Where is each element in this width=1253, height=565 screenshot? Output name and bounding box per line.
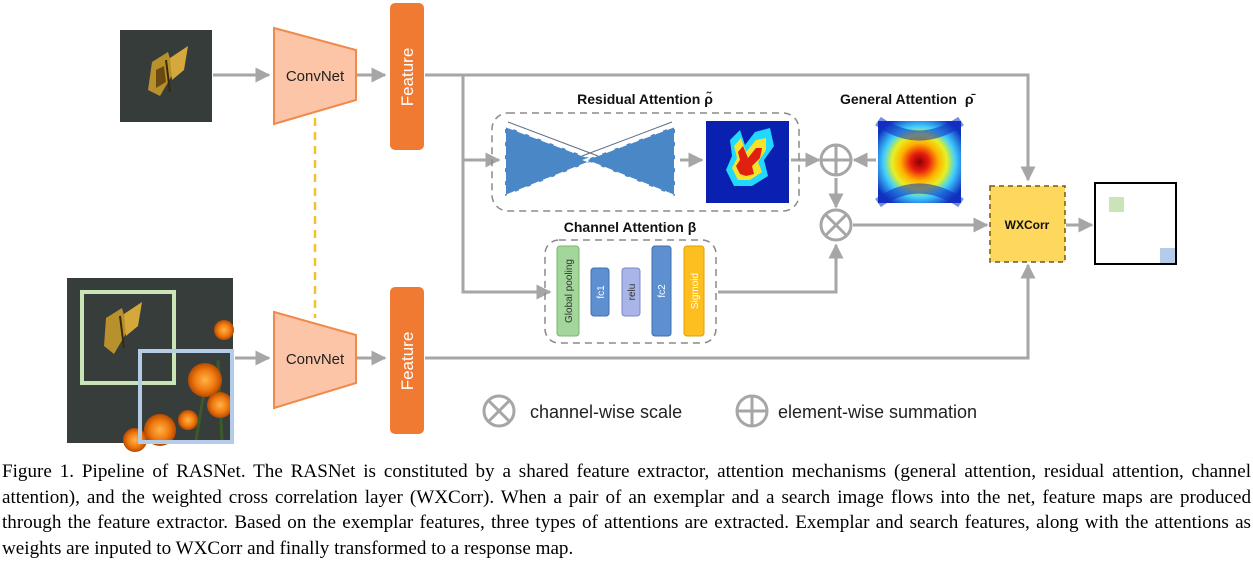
general-attention: General Attention ρ̄ [840,91,976,208]
hourglass-network-icon [504,121,676,198]
feature-bottom: Feature [390,287,424,434]
svg-text:fc1: fc1 [596,285,607,299]
search-region-box [138,349,234,444]
svg-text:fc2: fc2 [657,284,668,298]
residual-attention-title: Residual Attention ρ̃ [577,90,713,107]
exemplar-image [120,30,212,122]
channel-block-global-pooling: Global pooling [556,245,580,337]
convnet-top: ConvNet [273,26,357,126]
wxcorr-label: WXCorr [1005,218,1050,232]
wxcorr-layer: WXCorr [989,185,1066,263]
feature-label: Feature [398,332,417,391]
convnet-bottom: ConvNet [273,310,357,410]
feature-label: Feature [398,48,417,107]
channel-block-sigmoid: Sigmoid [683,245,705,337]
circled-times-icon [819,208,853,242]
legend-sum-label: element-wise summation [778,402,977,422]
convnet-label: ConvNet [286,351,345,368]
residual-attention-module: Residual Attention ρ̃ [491,90,800,212]
circled-plus-icon [819,143,853,177]
convnet-label: ConvNet [286,68,345,85]
flowers-icon [123,320,234,452]
butterfly-icon [148,46,188,96]
response-map [1094,182,1177,265]
exemplar-region-box [80,290,176,385]
butterfly-icon [104,302,142,354]
circled-times-icon [482,394,516,428]
channel-attention-title: Channel Attention β [564,219,697,235]
feature-top: Feature [390,3,424,150]
figure-caption: Figure 1. Pipeline of RASNet. The RASNet… [2,461,1251,559]
legend-scale-label: channel-wise scale [530,402,682,422]
legend: channel-wise scale element-wise summatio… [482,394,977,428]
svg-text:Global pooling: Global pooling [564,259,575,323]
channel-block-fc2: fc2 [651,245,672,337]
channel-attention-module: Channel Attention β Global pooling fc1 r… [544,219,717,344]
search-image [67,278,234,452]
channel-block-relu: relu [621,267,641,317]
flow-arrows [213,67,1094,366]
residual-attention-map [706,121,789,203]
svg-text:relu: relu [627,284,638,301]
channel-block-fc1: fc1 [590,267,610,317]
svg-text:Sigmoid: Sigmoid [690,273,701,309]
rasnet-pipeline-diagram: ConvNet ConvNet Feature Feature Residual… [67,3,1177,452]
general-attention-title: General Attention ρ̄ [840,91,976,107]
circled-plus-icon [735,394,769,428]
